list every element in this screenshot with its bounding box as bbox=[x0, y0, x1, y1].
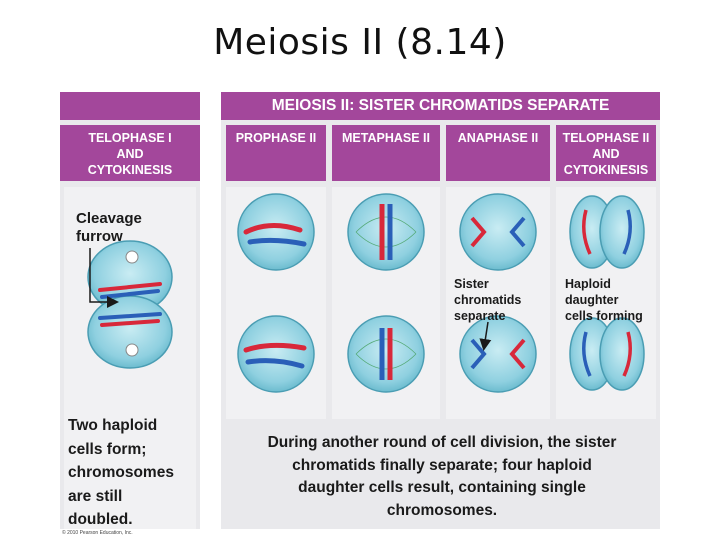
telophase-ii-cells bbox=[569, 195, 645, 391]
slide-title: Meiosis II (8.14) bbox=[213, 22, 507, 63]
copyright-notice: © 2010 Pearson Education, Inc. bbox=[62, 530, 133, 536]
cleavage-furrow-arrow bbox=[89, 248, 119, 308]
meiosis-ii-banner: MEIOSIS II: SISTER CHROMATIDS SEPARATE bbox=[221, 92, 660, 120]
sister-chromatids-arrow bbox=[479, 321, 492, 351]
anaphase-ii-cells bbox=[459, 193, 537, 393]
left-top-bar bbox=[60, 92, 200, 120]
prophase-ii-cells bbox=[237, 193, 315, 393]
header-anaphase-ii: ANAPHASE II bbox=[446, 125, 550, 181]
bottom-caption: During another round of cell division, t… bbox=[267, 434, 617, 519]
header-prophase-ii: PROPHASE II bbox=[226, 125, 326, 181]
cells-illustration bbox=[87, 193, 645, 393]
telophase-i-cells bbox=[87, 240, 173, 369]
meiosis-figure: MEIOSIS II: SISTER CHROMATIDS SEPARATE T… bbox=[60, 92, 660, 536]
metaphase-ii-cells bbox=[347, 193, 425, 393]
header-metaphase-ii: METAPHASE II bbox=[332, 125, 440, 181]
